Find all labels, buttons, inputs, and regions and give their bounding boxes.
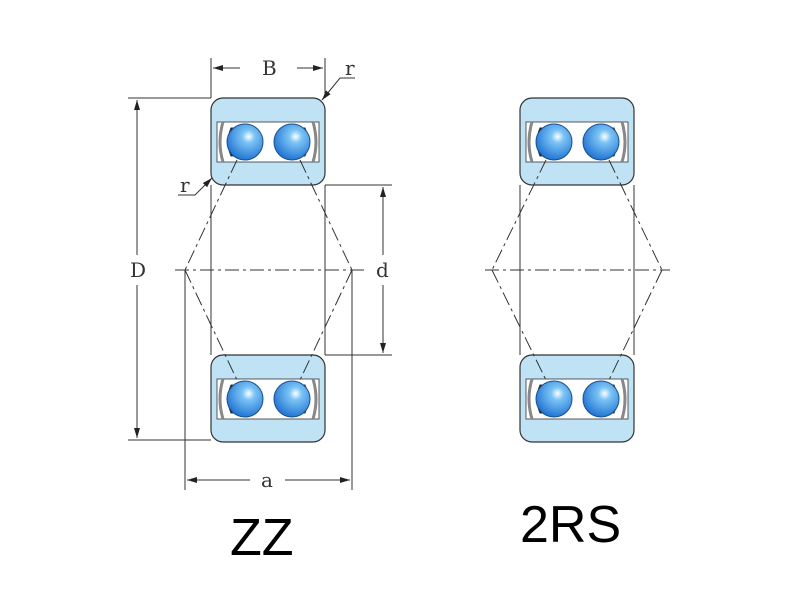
dim-a-label: a <box>261 468 273 492</box>
dim-d-label: d <box>376 258 389 282</box>
ring-top <box>518 96 636 187</box>
ring-bottom <box>518 353 636 444</box>
ring-bottom <box>209 353 327 444</box>
dim-r-side-label: r <box>180 173 190 197</box>
bearing-2rs <box>485 96 670 444</box>
label-2rs: 2RS <box>520 496 621 554</box>
bearing-zz <box>128 58 392 490</box>
dim-D-label: D <box>130 258 146 282</box>
contact-lines <box>175 159 365 381</box>
ring-top <box>209 96 327 187</box>
contact-lines <box>485 159 670 381</box>
dim-B-label: B <box>262 56 277 80</box>
label-zz: ZZ <box>230 509 294 567</box>
dim-r-top-label: r <box>345 56 355 80</box>
